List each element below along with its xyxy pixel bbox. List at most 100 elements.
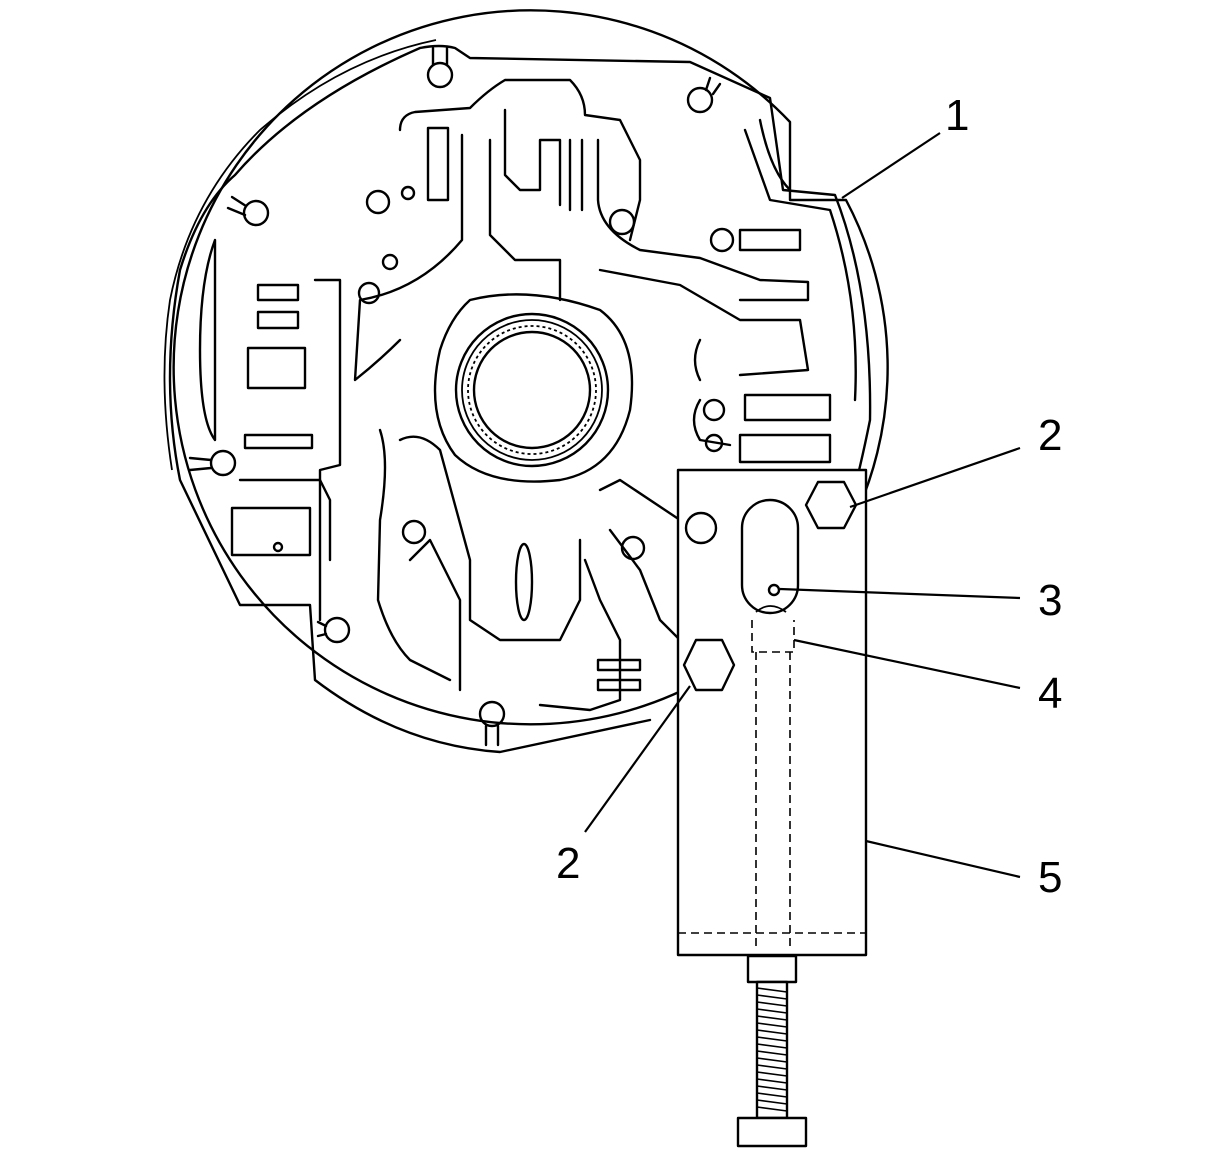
tool-block	[676, 468, 868, 957]
thread-line	[756, 1008, 788, 1014]
passage	[598, 268, 810, 377]
port-hole	[608, 208, 636, 236]
passage	[376, 428, 452, 682]
bolt-notch-slot	[431, 46, 449, 67]
callout-5: 5	[1038, 853, 1062, 902]
passage	[426, 126, 450, 202]
thread-line	[756, 994, 788, 1000]
tool-slot	[740, 498, 800, 615]
passage	[503, 108, 562, 207]
thread-line	[756, 1029, 788, 1035]
bolt-notch-slot	[316, 620, 328, 638]
passage	[596, 658, 642, 692]
bolt-2-top	[804, 480, 858, 530]
thread-line	[756, 1043, 788, 1049]
tool-slot-bottom-arc	[755, 605, 787, 613]
pin-3	[767, 583, 781, 597]
thread-line	[756, 987, 788, 993]
thread-line	[756, 1085, 788, 1091]
callout-1: 1	[945, 91, 969, 140]
port-hole	[704, 433, 724, 453]
port-hole	[401, 519, 427, 545]
passage	[568, 138, 584, 212]
passage	[596, 138, 810, 302]
passage	[598, 478, 682, 642]
port-hole	[272, 541, 284, 553]
passage	[743, 118, 857, 402]
bolt-notch	[209, 449, 237, 477]
bolt-notch	[478, 700, 506, 728]
thread-line	[756, 1064, 788, 1070]
callout-4: 4	[1038, 669, 1062, 718]
passage	[398, 435, 582, 642]
thread-line	[756, 1050, 788, 1056]
hex-bolt-head	[804, 480, 858, 530]
screw-collar	[746, 954, 798, 984]
thread-line	[756, 1071, 788, 1077]
passage	[198, 238, 217, 442]
leader-5	[865, 839, 1021, 879]
port-hole	[381, 253, 399, 271]
passage	[738, 228, 802, 252]
hub-bore-inner	[472, 330, 592, 450]
bolt-notch-slot	[484, 724, 500, 747]
bolt-notches	[188, 46, 722, 747]
thread-line	[756, 1022, 788, 1028]
hub-boss	[433, 293, 634, 483]
leader-2-top	[849, 446, 1021, 509]
port-hole	[357, 281, 381, 305]
bolt-notch	[323, 616, 351, 644]
passage	[743, 393, 832, 422]
passage	[230, 506, 312, 557]
hub-bore-outer	[454, 312, 610, 468]
bolt-notch-slot	[704, 76, 722, 96]
bolt-2-bottom	[682, 638, 736, 692]
tool-block-hole	[684, 511, 718, 545]
thread-line	[756, 1106, 788, 1112]
center-hub	[433, 293, 634, 483]
bolt-notch-slot	[226, 195, 248, 217]
callouts: 1 2 3 4 2 5	[556, 91, 1062, 902]
leader-3	[779, 587, 1021, 600]
thread-line	[756, 1015, 788, 1021]
port-hole	[709, 227, 735, 253]
callout-2-bottom: 2	[556, 839, 580, 888]
passage	[692, 338, 732, 447]
forcing-screw	[736, 954, 808, 1148]
ports	[272, 185, 735, 622]
screw-threads	[756, 987, 788, 1112]
passage	[243, 433, 314, 450]
thread-line	[756, 1057, 788, 1063]
leader-4	[793, 638, 1021, 690]
callout-2-top: 2	[1038, 411, 1062, 460]
hub-bore-ring	[461, 319, 603, 461]
tool-body	[676, 468, 868, 1148]
screw-head	[736, 1116, 808, 1148]
fluid-passages	[198, 78, 857, 712]
cover-rim	[163, 39, 437, 471]
bolt-notch	[242, 199, 270, 227]
passage	[738, 433, 832, 464]
port-hole	[365, 189, 391, 215]
leader-1	[841, 132, 941, 199]
port-hole	[620, 535, 646, 561]
bolt-notch	[686, 86, 714, 114]
thread-line	[756, 1078, 788, 1084]
bore-hidden-4	[751, 620, 795, 950]
thread-line	[756, 1036, 788, 1042]
thread-line	[756, 1092, 788, 1098]
leader-2-bottom	[584, 685, 691, 833]
passage	[488, 138, 562, 302]
passage	[398, 78, 642, 242]
thread-line	[756, 1099, 788, 1105]
passage	[353, 133, 464, 382]
port-hole	[400, 185, 416, 201]
port-hole	[702, 398, 726, 422]
bolt-notch	[426, 61, 454, 89]
slot-oval	[514, 542, 534, 622]
hex-bolt-head	[682, 638, 736, 692]
passage	[238, 478, 332, 562]
thread-line	[756, 1001, 788, 1007]
bolt-notch-slot	[188, 456, 213, 472]
passage	[408, 538, 462, 692]
